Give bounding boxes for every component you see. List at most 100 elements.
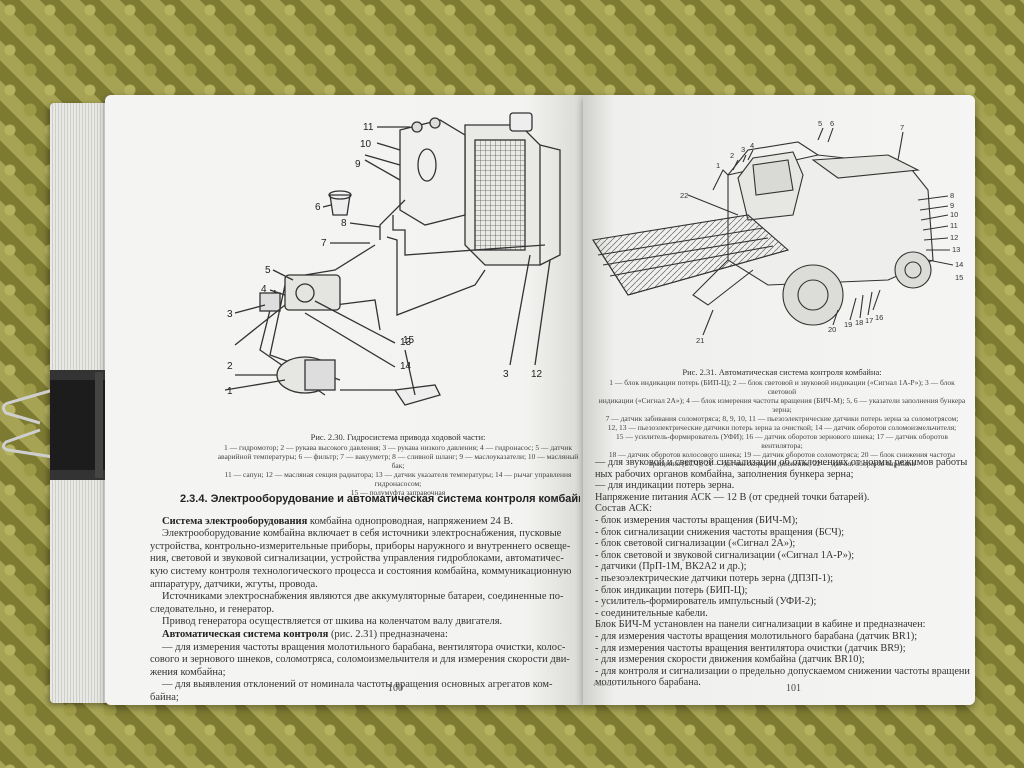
page-number-left: 100 xyxy=(388,683,403,694)
caption-line: 7 — датчик забивания соломотряса; 8, 9, … xyxy=(605,414,959,423)
caption-line: индикации («Сигнал 2А»); 4 — блок измере… xyxy=(598,396,966,414)
paragraph-line: Электрооборудование комбайна включает в … xyxy=(162,528,562,540)
paragraph-line: ния, световой и звуковой сигнализации, у… xyxy=(150,553,564,565)
callout-label: 11 xyxy=(363,122,374,133)
left-page: 11 10 9 6 8 7 5 4 3 2 1 13 14 15 3 12 Ри… xyxy=(105,95,583,705)
paragraph-line: - блок измерения частоты вращения (БИЧ-М… xyxy=(595,514,798,526)
paragraph-line: - блок сигнализации снижения частоты вра… xyxy=(595,526,845,538)
open-book: 11 10 9 6 8 7 5 4 3 2 1 13 14 15 3 12 Ри… xyxy=(50,95,975,713)
caption-title: Рис. 2.30. Гидросистема привода ходовой … xyxy=(310,432,486,442)
callout-label: 1 xyxy=(227,386,233,397)
callout-label: 13 xyxy=(400,337,412,348)
callout-label: 8 xyxy=(341,218,347,229)
paragraph-line: - для контроля и сигнализации о предельн… xyxy=(595,665,970,677)
caption-line: 1 — блок индикации потерь (БИП-Ц); 2 — б… xyxy=(609,378,955,396)
paragraph-line: — для индикации потерь зерна. xyxy=(595,480,735,492)
paragraph-line: ных рабочих органов комбайна, заполнения… xyxy=(595,468,854,480)
caption-line: вращения (БСЧ); 21 — датчик скорости дви… xyxy=(648,459,916,468)
callout-label: 2 xyxy=(227,361,233,372)
paragraph-line: Состав АСК: xyxy=(595,503,652,515)
caption-line: 12, 13 — пьезоэлектрические датчики поте… xyxy=(607,423,957,432)
callout-label: 22 xyxy=(680,191,688,200)
caption-line: 1 — гидромотор; 2 — рукава высокого давл… xyxy=(224,443,572,452)
combine-control-system-figure: 1 2 3 4 5 6 7 8 9 10 11 12 13 14 15 16 1… xyxy=(592,120,963,345)
paragraph-line: устройства, контрольно-измерительные при… xyxy=(150,540,571,552)
callout-label: 5 xyxy=(265,265,271,276)
callout-label: 14 xyxy=(955,260,963,269)
paragraph-line: - блок световой сигнализации («Сигнал 2А… xyxy=(595,538,796,550)
callout-label: 7 xyxy=(900,123,904,132)
caption-title: Рис. 2.31. Автоматическая система контро… xyxy=(682,367,882,377)
paragraph-line: кую систему контроля технологического пр… xyxy=(150,565,572,577)
hydraulic-system-figure: 11 10 9 6 8 7 5 4 3 2 1 13 14 15 3 12 xyxy=(224,112,561,406)
callout-label: 6 xyxy=(830,120,834,128)
callout-label: 2 xyxy=(730,151,734,160)
section-heading: 2.3.4. Электрооборудование и автоматичес… xyxy=(180,493,580,505)
callout-label: 8 xyxy=(950,191,954,200)
paragraph-line: сового и зернового шнеков, соломотряса, … xyxy=(150,654,570,666)
caption-line: 18 — датчик оборотов колосового шнека; 1… xyxy=(608,450,956,459)
callout-label: 19 xyxy=(844,320,852,329)
callout-label: 7 xyxy=(321,238,327,249)
paragraph-line: Система электрооборудования комбайна одн… xyxy=(162,515,514,527)
figure-caption-2-31: Рис. 2.31. Автоматическая система контро… xyxy=(597,367,967,468)
paragraph-line: Напряжение питания АСК — 12 В (от средне… xyxy=(595,491,870,503)
callout-label: 3 xyxy=(741,145,745,154)
paragraph-line: - для измерения частоты вращения молотил… xyxy=(595,630,918,642)
callout-label: 9 xyxy=(355,159,361,170)
right-body-text: — для звуковой и световой сигнализации о… xyxy=(595,457,970,689)
paragraph-line: следовательно, и генератор. xyxy=(150,603,275,615)
binder-clip xyxy=(1,370,105,480)
callout-label: 9 xyxy=(950,201,954,210)
callout-label: 21 xyxy=(696,336,704,345)
callout-label: 4 xyxy=(750,141,754,150)
callout-label: 10 xyxy=(950,210,958,219)
caption-line: 15 — полумуфта заправочная xyxy=(350,488,446,497)
paragraph-line: - усилитель-формирователь импульсный (УФ… xyxy=(595,596,817,608)
callout-label: 5 xyxy=(818,120,822,128)
callout-label: 3 xyxy=(227,309,233,320)
paragraph-line: жения комбайна; xyxy=(150,666,226,678)
callout-label: 16 xyxy=(875,313,883,322)
paragraph-line: - для измерения скорости движения комбай… xyxy=(595,654,865,666)
callout-label: 20 xyxy=(828,325,836,334)
paragraph-line: Автоматическая система контроля (рис. 2.… xyxy=(162,628,448,640)
callout-label: 12 xyxy=(531,369,543,380)
caption-line: 11 — сапун; 12 — масляная секция радиато… xyxy=(224,470,572,488)
paragraph-line: Привод генератора осуществляется от шкив… xyxy=(162,616,503,628)
callout-label: 6 xyxy=(315,202,321,213)
callout-label: 1 xyxy=(716,161,720,170)
paragraph-line: — для измерения частоты вращения молотил… xyxy=(162,641,566,653)
callout-label: 15 xyxy=(955,273,963,282)
callout-label: 17 xyxy=(865,316,873,325)
paragraph-line: — для звуковой и световой сигнализации о… xyxy=(595,457,970,468)
right-page: 1 2 3 4 5 6 7 8 9 10 11 12 13 14 15 16 1… xyxy=(583,95,975,705)
callout-label: 18 xyxy=(855,318,863,327)
callout-label: 11 xyxy=(950,221,958,230)
paragraph-line: - для измерения частоты вращения вентиля… xyxy=(595,642,906,654)
paragraph-line: байна; xyxy=(150,691,179,703)
paragraph-line: Блок БИЧ-М установлен на панели сигнализ… xyxy=(595,619,926,631)
callout-label: 3 xyxy=(503,369,509,380)
caption-line: аварийной температуры; 6 — фильтр; 7 — в… xyxy=(217,452,579,470)
callout-label: 10 xyxy=(360,139,372,150)
print-order-mark: 4 Зак. 324 xyxy=(593,683,614,688)
page-number-right: 101 xyxy=(786,683,801,694)
paragraph-line: - блок индикации потерь (БИП-Ц); xyxy=(595,584,748,596)
paragraph-line: - блок световой и звуковой сигнализации … xyxy=(595,549,855,561)
callout-label: 15 xyxy=(403,335,415,346)
caption-line: 15 — усилитель-формирователь (УФИ); 16 —… xyxy=(616,432,948,450)
paragraph-line: — для выявления отклонений от номинала ч… xyxy=(162,679,553,691)
paragraph-line: Источниками электроснабжения являются дв… xyxy=(162,591,564,603)
callout-label: 4 xyxy=(261,284,267,295)
paragraph-line: молотильного барабана. xyxy=(595,677,701,689)
left-body-text: 2.3.4. Электрооборудование и автоматичес… xyxy=(150,493,580,705)
callout-label: 14 xyxy=(400,361,412,372)
figure-caption-2-30: Рис. 2.30. Гидросистема привода ходовой … xyxy=(213,432,583,497)
paragraph-line: - датчики (ПрП-1М, ВК2А2 и др.); xyxy=(595,561,747,573)
callout-label: 13 xyxy=(952,245,960,254)
callout-label: 12 xyxy=(950,233,958,242)
paragraph-line: - соединительные кабели. xyxy=(595,607,708,619)
paragraph-line: аппаратуру, датчики, жгуты, провода. xyxy=(150,578,318,590)
paragraph-line: - пьезоэлектрические датчики потерь зерн… xyxy=(595,572,834,584)
